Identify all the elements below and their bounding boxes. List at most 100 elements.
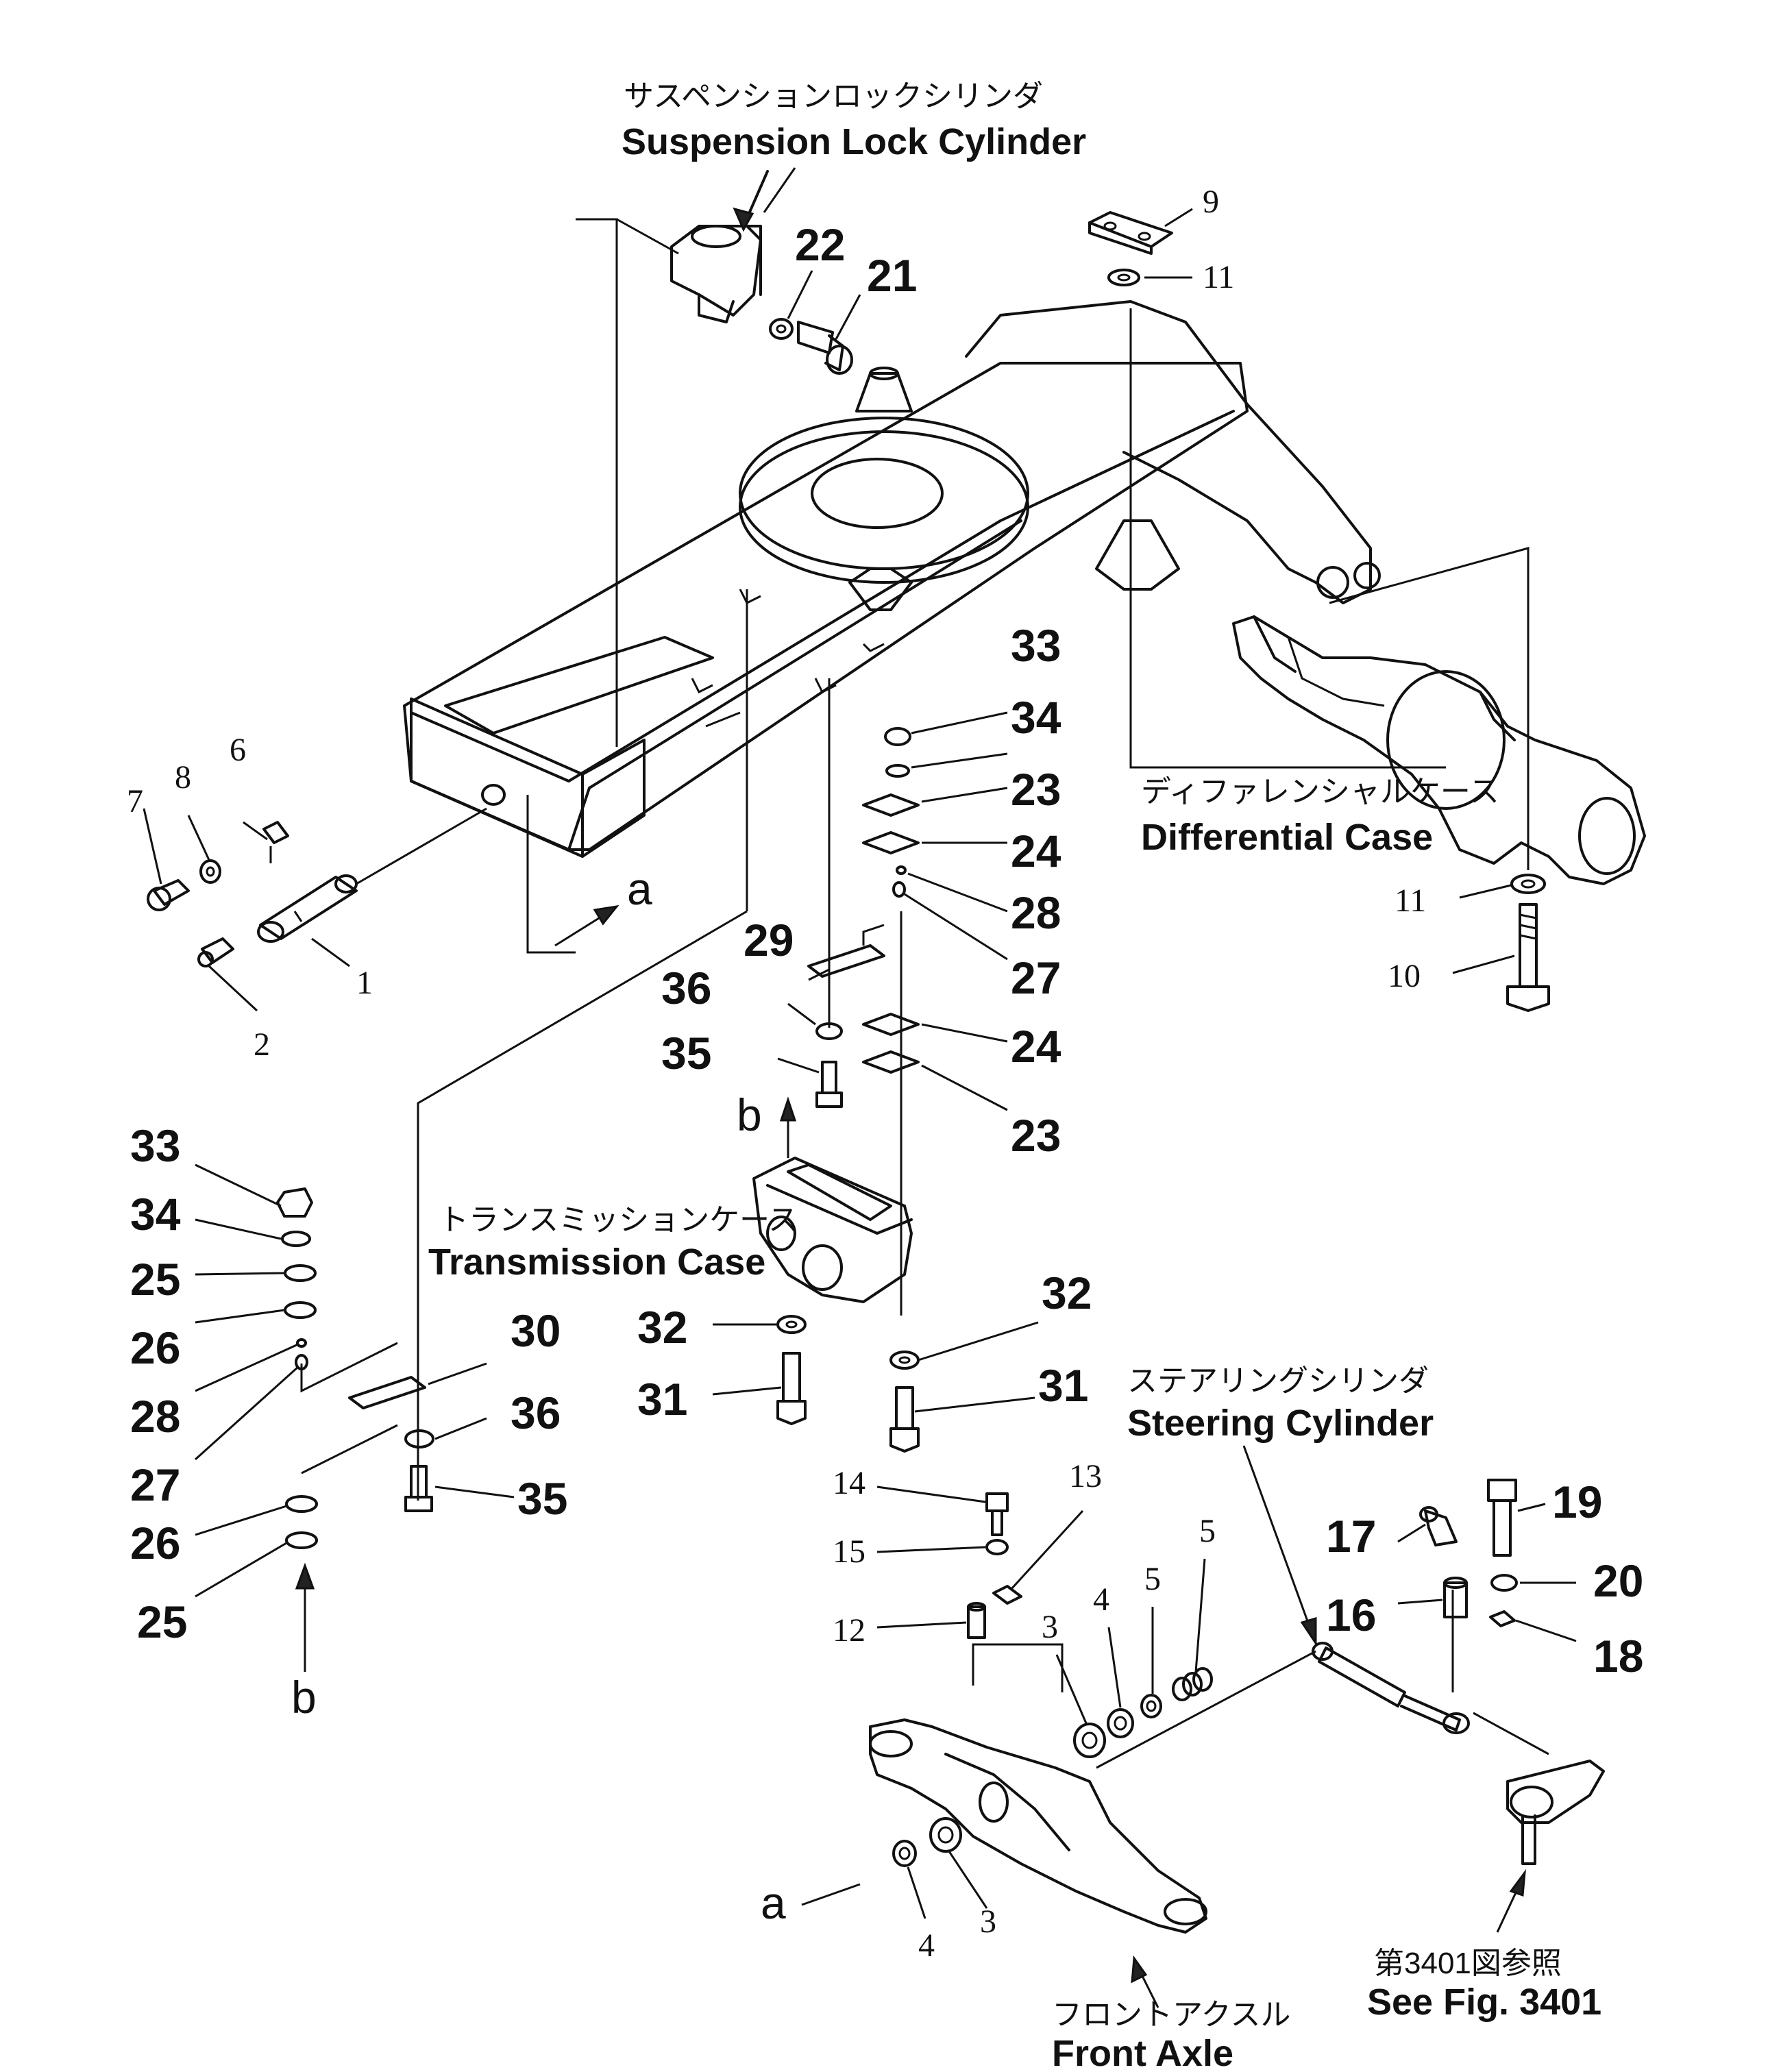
see-fig-jp: 第3401図参照 (1374, 1947, 1562, 1980)
part-32-washer-right (889, 1350, 920, 1370)
part-27-fitting (892, 881, 906, 898)
callout-28-left: 28 (130, 1391, 180, 1442)
part-27-fitting-left (295, 1354, 308, 1370)
part-4-bushing-upper (1107, 1708, 1134, 1738)
part-18-lock-plate (1489, 1610, 1516, 1627)
callout-4-upper: 4 (1093, 1581, 1109, 1618)
suspension-lock-cylinder-en: Suspension Lock Cylinder (622, 121, 1086, 162)
ref-b-left: b (291, 1672, 317, 1723)
callout-23-right-bottom: 23 (1011, 1110, 1061, 1161)
callout-4-lower: 4 (918, 1927, 935, 1964)
callout-34-right: 34 (1011, 692, 1061, 743)
part-36-washer (815, 1022, 843, 1040)
differential-case (1232, 615, 1646, 885)
callout-29: 29 (744, 915, 794, 965)
callout-30: 30 (511, 1305, 561, 1356)
part-6-lock-plate (262, 821, 289, 863)
suspension-lock-cylinder (670, 170, 769, 323)
front-axle-jp: フロントアクスル (1052, 1998, 1290, 2032)
part-29-plate (807, 944, 885, 978)
part-33-nut (884, 727, 911, 746)
a-arrow-bottom (801, 1883, 861, 1906)
part-3-bushing-upper (1073, 1723, 1106, 1758)
callout-20: 20 (1593, 1555, 1643, 1606)
callout-22: 22 (795, 219, 845, 270)
callout-8: 8 (175, 759, 191, 796)
callout-10: 10 (1388, 958, 1421, 994)
part-24-shim (862, 831, 920, 854)
part-19-bolt (1487, 1479, 1517, 1557)
transmission-case-en: Transmission Case (428, 1242, 765, 1283)
steering-cylinder-jp: ステアリングシリンダ (1127, 1364, 1429, 1398)
transmission-case (752, 1157, 913, 1303)
part-13-lock-plate (992, 1585, 1022, 1605)
steering-cylinder-en: Steering Cylinder (1127, 1403, 1434, 1444)
callout-11-bottom: 11 (1395, 883, 1426, 919)
part-5-shim-single (1140, 1694, 1162, 1718)
part-24-shim-lower (862, 1013, 920, 1036)
part-11-washer-top (1107, 269, 1140, 286)
see-fig-en: See Fig. 3401 (1367, 1982, 1601, 2023)
part-8-washer (199, 859, 221, 884)
callout-11-top: 11 (1203, 259, 1234, 295)
callout-15: 15 (833, 1533, 865, 1570)
callout-34-left: 34 (130, 1189, 181, 1240)
callout-21: 21 (867, 250, 917, 301)
part-12-pin (967, 1602, 986, 1639)
part-14-bolt (985, 1492, 1009, 1536)
callout-13: 13 (1069, 1458, 1102, 1494)
callout-36-left: 36 (511, 1388, 561, 1438)
part-15-washer (985, 1539, 1009, 1555)
callout-31-right: 31 (1038, 1360, 1088, 1411)
callout-3-lower: 3 (980, 1903, 996, 1940)
differential-case-jp: ディファレンシャルケース (1141, 775, 1499, 809)
front-axle-arrow (1131, 1955, 1159, 2008)
part-2-grease-fitting (197, 937, 234, 967)
b-arrow-left (295, 1562, 315, 1672)
callout-9: 9 (1203, 184, 1219, 220)
callout-1: 1 (356, 965, 373, 1001)
part-1-pin (257, 874, 358, 943)
part-9-plate (1088, 211, 1173, 255)
part-26-shim-left (284, 1301, 317, 1319)
callout-32-right: 32 (1042, 1268, 1092, 1318)
callout-3-upper: 3 (1042, 1609, 1058, 1645)
part-33-nut-left (276, 1187, 313, 1218)
part-5-shim-stack (1172, 1667, 1213, 1701)
part-11-washer-bottom (1510, 874, 1546, 894)
part-31-bolt-right (889, 1386, 920, 1453)
callout-24-right-bottom: 24 (1011, 1021, 1061, 1072)
part-32-washer-left (776, 1315, 807, 1334)
main-frame (403, 300, 1381, 858)
callout-5-stack: 5 (1199, 1513, 1216, 1549)
callout-35-right: 35 (661, 1028, 711, 1078)
callout-6: 6 (230, 732, 246, 768)
part-28-ball-left (296, 1338, 307, 1348)
a-arrow-top (554, 904, 619, 947)
callout-27-left: 27 (130, 1459, 180, 1510)
ref-a-top: a (627, 863, 652, 914)
part-3-bushing-lower (929, 1817, 962, 1853)
callout-36-right: 36 (661, 963, 711, 1013)
steering-knuckle (1506, 1760, 1605, 1865)
callout-12: 12 (833, 1612, 865, 1649)
part-22-washer (769, 318, 794, 340)
part-16-pin (1443, 1577, 1468, 1618)
shim-stack-right (807, 727, 920, 1108)
transmission-case-jp: トランスミッションケース (439, 1203, 798, 1237)
callout-14: 14 (833, 1465, 865, 1501)
part-26-shim-left-lower (285, 1495, 318, 1513)
part-31-bolt-left (776, 1352, 807, 1425)
callout-7: 7 (127, 783, 143, 819)
shim-stack-left (276, 1187, 434, 1549)
callout-28-right: 28 (1011, 887, 1061, 938)
part-25-shim-left-lower (285, 1531, 318, 1549)
part-35-bolt (821, 1061, 837, 1094)
callout-26-left-bottom: 26 (130, 1518, 180, 1568)
part-23-shim (862, 793, 920, 817)
part-20-washer (1490, 1574, 1518, 1592)
b-arrow-mid (779, 1096, 797, 1158)
callout-2: 2 (254, 1026, 270, 1063)
callout-18: 18 (1593, 1631, 1643, 1681)
